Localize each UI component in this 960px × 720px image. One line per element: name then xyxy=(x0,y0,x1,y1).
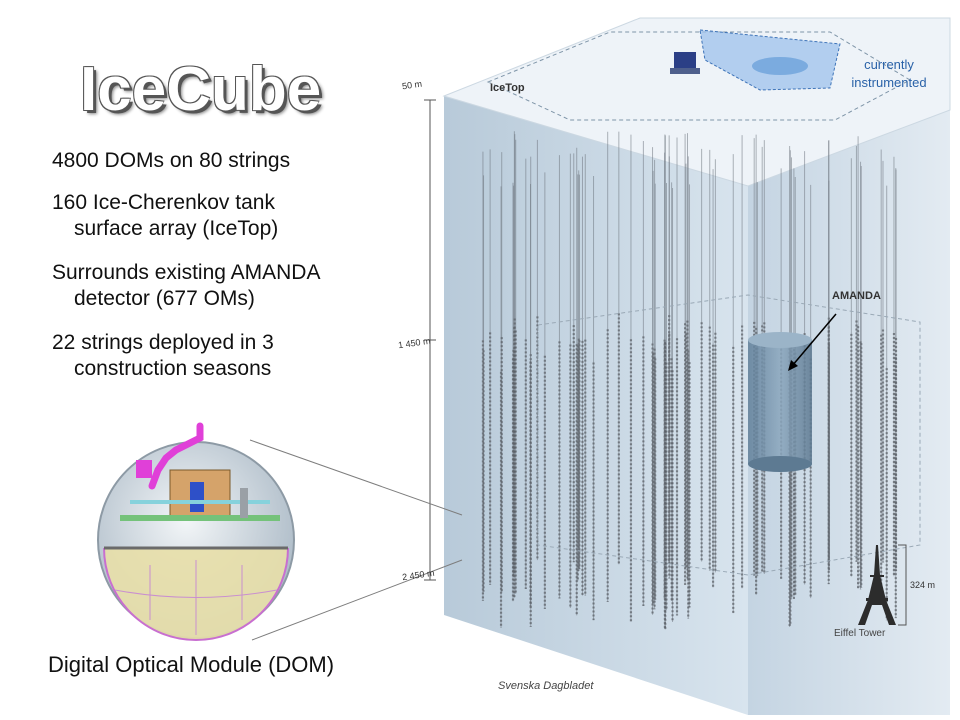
depth-label-324: 324 m xyxy=(910,580,936,590)
counting-house-base xyxy=(670,68,700,74)
counting-house xyxy=(674,52,696,70)
bullet-strings: 22 strings deployed in 3 construction se… xyxy=(52,330,274,382)
amanda-cylinder xyxy=(748,340,812,464)
amanda-arrow xyxy=(791,313,837,367)
amanda-cylinder-top xyxy=(748,332,812,348)
currently-instrumented-label: currently instrumented xyxy=(826,56,952,92)
ice-block-right-face xyxy=(748,110,950,715)
bullet-text: 22 strings deployed in 3 xyxy=(52,331,274,354)
image-credit: Svenska Dagbladet xyxy=(498,680,594,692)
bullet-text-cont: construction seasons xyxy=(74,357,272,380)
dom-connector-line xyxy=(251,559,463,641)
bullet-text: Surrounds existing AMANDA xyxy=(52,261,321,284)
eiffel-tower-label: Eiffel Tower xyxy=(834,628,886,639)
bullet-text: 160 Ice-Cherenkov tank xyxy=(52,191,275,214)
amanda-arrowhead xyxy=(788,360,798,371)
dom-sphere-illustration xyxy=(97,422,295,641)
bullet-doms: 4800 DOMs on 80 strings xyxy=(52,148,290,174)
dom-caption: Digital Optical Module (DOM) xyxy=(48,652,335,677)
eiffel-scale-bracket xyxy=(898,544,907,626)
instrumented-area-core xyxy=(752,57,808,75)
bullet-text-cont: surface array (IceTop) xyxy=(74,217,279,240)
bullet-amanda: Surrounds existing AMANDA detector (677 … xyxy=(52,260,320,312)
bullet-text: 4800 DOMs on 80 strings xyxy=(52,149,291,172)
bullet-text-cont: detector (677 OMs) xyxy=(74,287,255,310)
icetop-label: IceTop xyxy=(490,82,525,94)
amanda-cylinder-bottom xyxy=(748,456,812,472)
bullet-icetop: 160 Ice-Cherenkov tank surface array (Ic… xyxy=(52,190,278,242)
currently-label-line1: currently xyxy=(864,57,914,72)
deep-array-outline xyxy=(537,294,921,576)
dom-connector-line xyxy=(249,439,463,516)
strings-group xyxy=(481,131,898,630)
currently-label-line2: instrumented xyxy=(851,75,927,90)
amanda-label: AMANDA xyxy=(832,290,881,302)
page-title: IceCube xyxy=(80,55,322,124)
eiffel-tower-icon xyxy=(858,545,896,625)
